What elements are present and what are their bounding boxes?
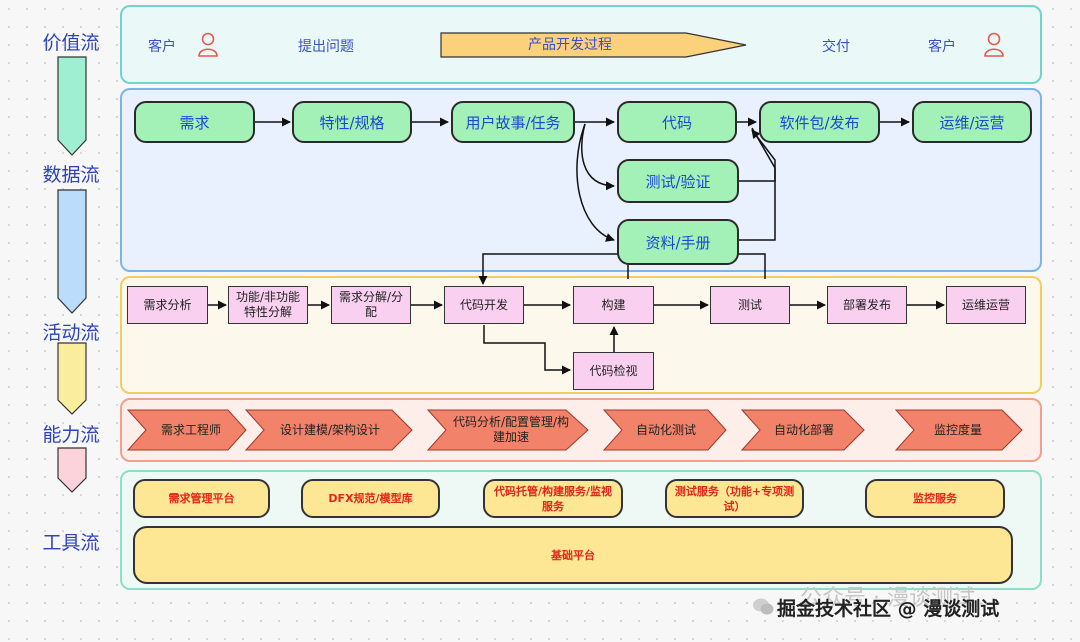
chevron-auto-deploy (740, 409, 865, 451)
tool-dfx: DFX规范/模型库 (301, 479, 440, 518)
chevron-auto-test (602, 409, 727, 451)
tool-req-platform: 需求管理平台 (133, 479, 270, 518)
chevron-code-analysis (426, 409, 589, 451)
activity-ops: 运维运营 (946, 286, 1026, 324)
raise-issue-label: 提出问题 (298, 39, 354, 55)
activity-req-analysis: 需求分析 (127, 286, 208, 324)
watermark-ghost: 公众号 · 漫谈测试 (800, 586, 975, 611)
data-flow-arrow (57, 189, 87, 314)
deliver-label: 交付 (822, 39, 850, 55)
edge-codedev-review (483, 325, 571, 375)
node-requirement: 需求 (134, 101, 255, 143)
tool-monitor: 监控服务 (865, 479, 1005, 518)
edge-story-test (581, 123, 615, 191)
activity-test: 测试 (710, 286, 790, 324)
flow-label-capability: 能力流 (42, 424, 100, 446)
activity-build: 构建 (573, 286, 654, 324)
flow-arrows (57, 56, 87, 493)
node-code: 代码 (617, 101, 737, 143)
capability-auto-deploy: 自动化部署 (773, 422, 834, 437)
node-ops: 运维/运营 (912, 101, 1032, 143)
capability-design: 设计建模/架构设计 (279, 422, 381, 437)
watermark-text: 掘金技术社区 @ 漫谈测试 (777, 598, 1000, 620)
value-flow-arrow (57, 56, 87, 156)
customer-left-label: 客户 (148, 39, 176, 55)
activity-req-decompose: 需求分解/分配 (331, 286, 411, 324)
node-package: 软件包/发布 (759, 101, 880, 143)
capability-req-engineer: 需求工程师 (160, 422, 221, 437)
chevron-design (244, 409, 413, 451)
tool-code-hosting: 代码托管/构建服务/监视服务 (483, 479, 623, 518)
customer-left-icon (198, 32, 218, 57)
node-user-story: 用户故事/任务 (451, 101, 575, 143)
process-arrow (440, 32, 747, 58)
customer-right-icon (984, 32, 1004, 57)
capability-flow-arrow (57, 447, 87, 493)
activity-flow-arrow (57, 342, 87, 415)
capability-monitor: 监控度量 (933, 422, 982, 437)
activity-func-analysis: 功能/非功能特性分解 (228, 286, 308, 324)
data-stream-band (120, 88, 1042, 272)
customer-right-label: 客户 (928, 39, 956, 55)
chevron-req-engineer (126, 409, 247, 451)
node-test: 测试/验证 (617, 159, 739, 203)
flow-label-value: 价值流 (42, 32, 100, 54)
activity-code-review: 代码检视 (573, 352, 654, 390)
capability-code-analysis: 代码分析/配置管理/构建加速 (452, 415, 570, 444)
tool-test-service: 测试服务（功能+专项测试） (665, 479, 804, 518)
capability-auto-test: 自动化测试 (635, 422, 696, 437)
edge-docs-package (739, 127, 776, 241)
chevron-monitor (894, 409, 1023, 451)
flow-label-tool: 工具流 (42, 532, 100, 554)
process-arrow-label: 产品开发过程 (528, 36, 612, 53)
flow-label-data: 数据流 (42, 164, 100, 186)
flow-label-activity: 活动流 (42, 322, 100, 344)
activity-deploy: 部署发布 (827, 286, 907, 324)
node-docs: 资料/手册 (617, 219, 739, 265)
node-feature-spec: 特性/规格 (292, 101, 412, 143)
tool-base-platform: 基础平台 (133, 526, 1013, 584)
edge-story-docs (576, 123, 615, 242)
wechat-icon (753, 598, 774, 615)
activity-code-dev: 代码开发 (444, 286, 524, 324)
